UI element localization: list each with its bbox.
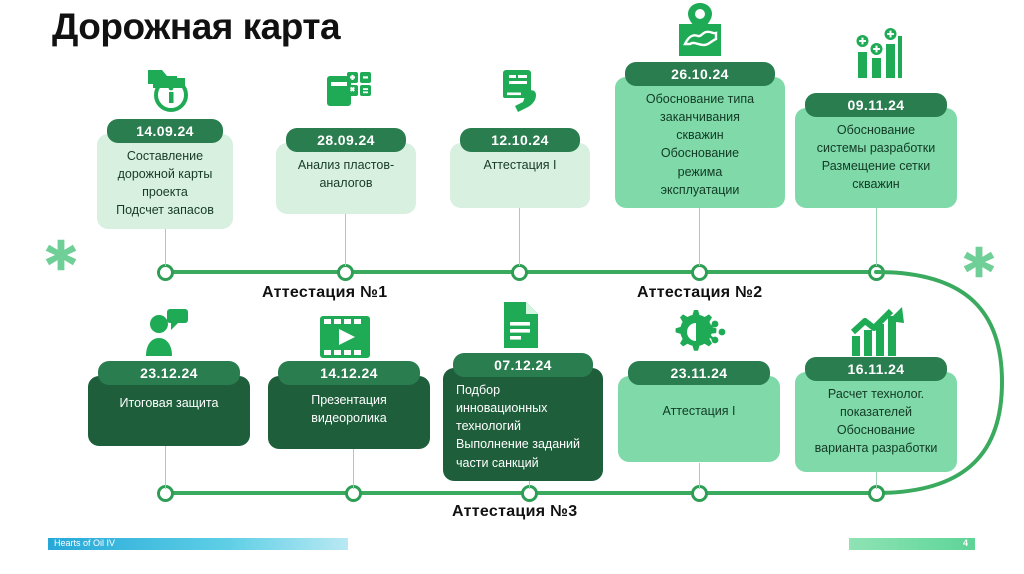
calculator-icon <box>325 70 373 114</box>
stem-top-5 <box>876 196 877 266</box>
timeline-node-5[interactable] <box>868 264 885 281</box>
stem-bottom-2 <box>353 443 354 489</box>
timeline-node-4[interactable] <box>691 264 708 281</box>
growth-chart-icon <box>850 306 906 358</box>
rail-label-attestation-2: Аттестация №2 <box>637 284 763 301</box>
milestone-text: Анализ пластов- аналогов <box>276 143 416 215</box>
stem-top-3 <box>519 190 520 266</box>
timeline-node-1[interactable] <box>157 264 174 281</box>
stem-bottom-1 <box>165 443 166 489</box>
milestone-text: Итоговая защита <box>88 376 250 447</box>
milestone-card-10[interactable]: 16.11.24 Расчет технолог. показателей Об… <box>795 357 957 472</box>
milestone-card-3[interactable]: 12.10.24 Аттестация I <box>450 128 590 209</box>
milestone-date: 28.09.24 <box>286 128 406 152</box>
gear-tech-icon <box>672 308 726 356</box>
stem-top-4 <box>699 196 700 266</box>
star-decoration-left <box>44 238 78 272</box>
milestone-card-8[interactable]: 07.12.24 Подбор инновационных технологий… <box>443 353 603 481</box>
milestone-card-4[interactable]: 26.10.24 Обоснование типа заканчивания с… <box>615 62 785 208</box>
milestone-text: Аттестация I <box>618 376 780 463</box>
milestone-text: Составление дорожной карты проекта Подсч… <box>97 134 233 229</box>
milestone-text: Аттестация I <box>450 143 590 209</box>
milestone-date: 23.11.24 <box>628 361 770 385</box>
milestone-text: Презентация видеоролика <box>268 376 430 450</box>
folder-info-icon <box>145 62 193 114</box>
milestone-card-2[interactable]: 28.09.24 Анализ пластов- аналогов <box>276 128 416 215</box>
timeline-node-2[interactable] <box>337 264 354 281</box>
milestone-date: 14.09.24 <box>107 119 223 143</box>
footer-bar-left: Hearts of Oil IV <box>48 538 348 550</box>
video-film-icon <box>318 314 372 360</box>
milestone-text: Подбор инновационных технологий Выполнен… <box>443 368 603 481</box>
milestone-text: Обоснование системы разработки Размещени… <box>795 108 957 208</box>
page-number: 4 <box>962 538 968 548</box>
milestone-text: Расчет технолог. показателей Обоснование… <box>795 372 957 472</box>
milestone-date: 09.11.24 <box>805 93 947 117</box>
stem-top-2 <box>345 190 346 266</box>
milestone-date: 23.12.24 <box>98 361 240 385</box>
map-pin-icon <box>672 2 728 60</box>
milestone-card-7[interactable]: 14.12.24 Презентация видеоролика <box>268 361 430 450</box>
milestone-date: 14.12.24 <box>278 361 420 385</box>
rail-label-attestation-1: Аттестация №1 <box>262 284 388 301</box>
page-title: Дорожная карта <box>52 6 341 47</box>
stem-bottom-5 <box>876 455 877 489</box>
star-decoration-right <box>962 245 996 279</box>
milestone-card-1[interactable]: 14.09.24 Составление дорожной карты прое… <box>97 119 233 229</box>
stem-bottom-4 <box>699 463 700 489</box>
milestone-card-9[interactable]: 23.11.24 Аттестация I <box>618 361 780 463</box>
document-hand-icon <box>500 68 542 116</box>
milestone-card-6[interactable]: 23.12.24 Итоговая защита <box>88 361 250 447</box>
rail-label-attestation-3: Аттестация №3 <box>452 503 578 520</box>
milestone-date: 16.11.24 <box>805 357 947 381</box>
stem-top-1 <box>165 196 166 266</box>
milestone-text: Обоснование типа заканчивания скважин Об… <box>615 77 785 208</box>
document-lines-icon <box>500 300 542 350</box>
person-speech-icon <box>145 308 189 358</box>
milestone-date: 07.12.24 <box>453 353 593 377</box>
bar-chart-plus-icon <box>854 28 906 80</box>
timeline-node-3[interactable] <box>511 264 528 281</box>
milestone-date: 12.10.24 <box>460 128 580 152</box>
footer-bar-right: 4 <box>849 538 975 550</box>
footer-title: Hearts of Oil IV <box>54 538 116 548</box>
milestone-date: 26.10.24 <box>625 62 775 86</box>
milestone-card-5[interactable]: 09.11.24 Обоснование системы разработки … <box>795 93 957 208</box>
